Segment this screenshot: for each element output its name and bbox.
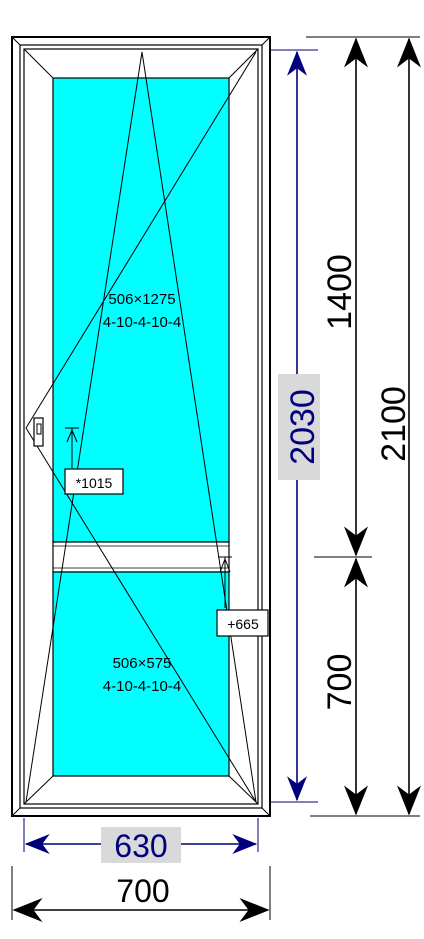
marker-label: +665	[227, 616, 259, 632]
dimension-label-lower: 700	[321, 654, 359, 711]
opening-scheme	[25, 51, 257, 803]
tilt-line	[25, 51, 143, 803]
miter-line	[228, 48, 259, 79]
marker-handle-height: *1015	[64, 427, 124, 495]
dimension-label: 700	[116, 873, 169, 909]
miter-line	[228, 775, 259, 805]
pane-bottom-size: 506×575	[113, 655, 172, 672]
glass-pane-top	[52, 77, 230, 543]
tilt-line	[141, 51, 257, 803]
marker-transom-height: +665	[216, 556, 269, 637]
transom-bar	[52, 541, 230, 573]
swing-line	[25, 51, 257, 429]
miter-line	[23, 775, 54, 805]
swing-line	[25, 427, 257, 803]
dimension-label: 2030	[284, 389, 322, 465]
miter-line	[23, 48, 54, 79]
dimension-total-width: 700	[11, 866, 271, 922]
handle-lever	[36, 423, 42, 435]
dimension-inner-height: 2030	[270, 49, 322, 803]
glass-pane-bottom	[52, 571, 230, 777]
marker-label: *1015	[76, 475, 113, 491]
miter-line	[11, 807, 21, 817]
marker-arrow	[219, 557, 231, 573]
dimension-total-height: 2100	[366, 36, 421, 817]
door-handle-icon	[33, 417, 44, 447]
marker-arrow	[66, 428, 78, 443]
dimension-inner-width: 630	[23, 818, 259, 864]
dimension-label-bg	[278, 374, 320, 480]
marker-label-box	[64, 468, 124, 495]
pane-bottom-glazing: 4-10-4-10-4	[103, 678, 181, 695]
pane-top-glazing: 4-10-4-10-4	[103, 314, 181, 331]
marker-label-box	[216, 609, 269, 637]
miter-line	[261, 36, 271, 46]
miter-line	[11, 36, 21, 46]
dimension-label-upper: 1400	[321, 254, 359, 330]
miter-line	[261, 807, 271, 817]
dimension-label-bg	[101, 827, 181, 863]
dimension-label: 2100	[375, 386, 413, 462]
dimension-section-heights: 1400 700	[306, 36, 372, 817]
pane-top-size: 506×1275	[108, 291, 175, 308]
dimension-label: 630	[114, 828, 167, 864]
